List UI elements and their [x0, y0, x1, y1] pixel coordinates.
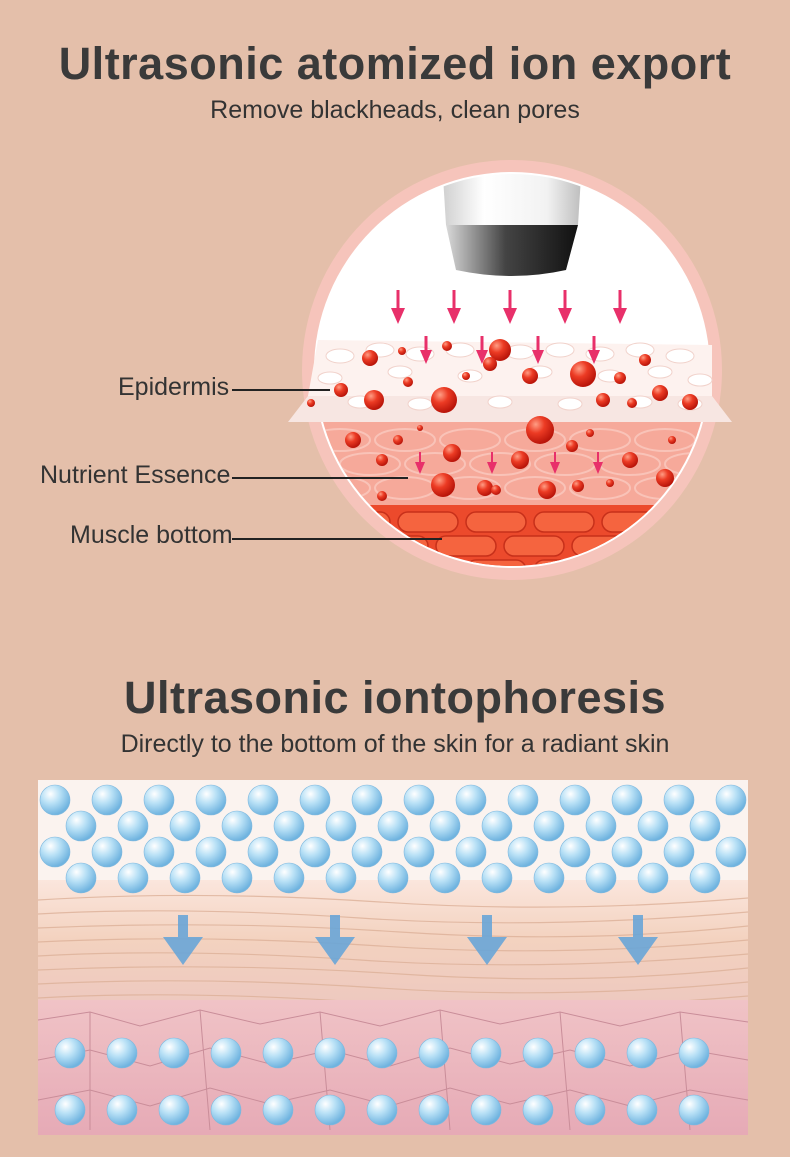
section2-title: Ultrasonic iontophoresis	[123, 672, 667, 723]
skin-diagram-circle	[288, 160, 732, 580]
muscle-bottom-label: Muscle bottom	[70, 521, 233, 549]
top-ion-bubbles	[39, 784, 747, 894]
section1-title: Ultrasonic atomized ion export	[58, 38, 732, 89]
section2-subtitle: Directly to the bottom of the skin for a…	[120, 730, 670, 758]
absorbed-ion-bubbles	[54, 1037, 710, 1126]
iontophoresis-skin-panel	[38, 780, 748, 1135]
section1-subtitle: Remove blackheads, clean pores	[210, 96, 580, 124]
blue-arrows	[163, 915, 658, 965]
pink-arrows	[391, 290, 627, 474]
label-leader-lines	[232, 389, 442, 540]
epidermis-label: Epidermis	[118, 373, 230, 401]
epidermis-slab	[288, 340, 732, 422]
nutrient-droplets	[307, 339, 698, 501]
nutrient-essence-label: Nutrient Essence	[40, 461, 231, 489]
